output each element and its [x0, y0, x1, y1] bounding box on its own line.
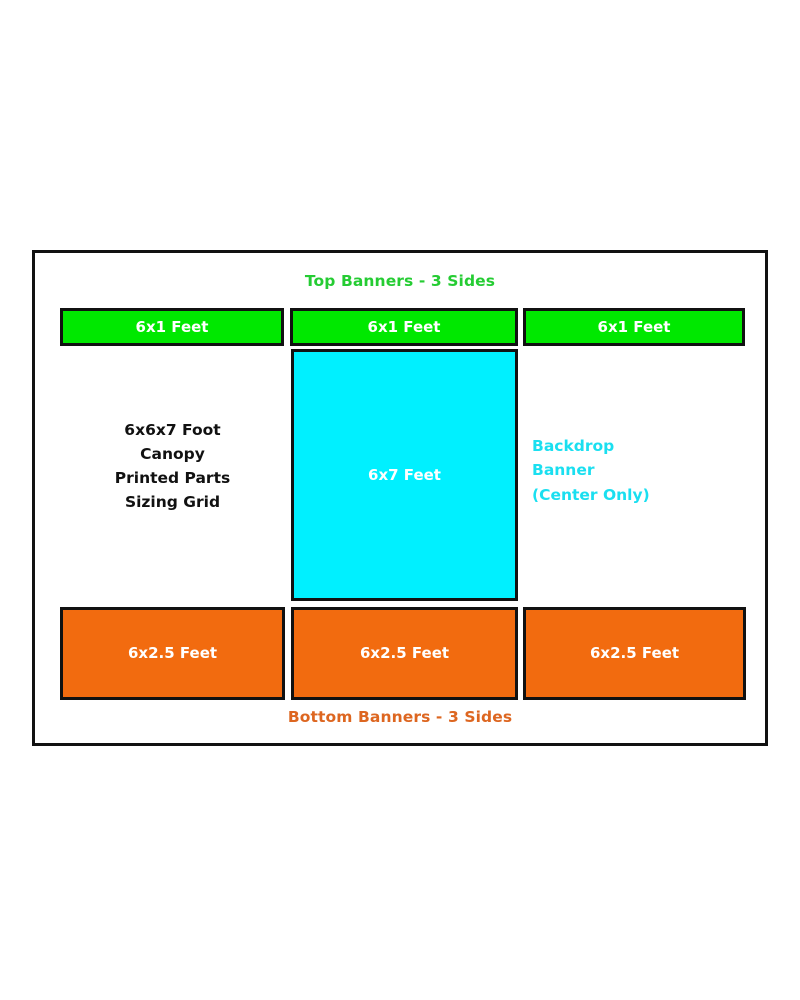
- canopy-info-text: 6x6x7 Foot Canopy Printed Parts Sizing G…: [60, 418, 285, 514]
- top-banner-center: 6x1 Feet: [290, 308, 518, 346]
- canopy-info-line-2: Canopy: [140, 445, 205, 464]
- backdrop-note-line-1: Backdrop: [532, 437, 615, 455]
- top-banner-left: 6x1 Feet: [60, 308, 284, 346]
- top-banners-caption: Top Banners - 3 Sides: [304, 272, 496, 290]
- top-banner-center-label: 6x1 Feet: [367, 317, 441, 336]
- bottom-banner-center-label: 6x2.5 Feet: [359, 644, 450, 662]
- backdrop-banner-note: Backdrop Banner (Center Only): [532, 434, 747, 507]
- canopy-info-line-3: Printed Parts: [114, 469, 231, 488]
- bottom-banner-left-label: 6x2.5 Feet: [127, 644, 218, 662]
- canopy-sizing-diagram: Top Banners - 3 Sides 6x1 Feet 6x1 Feet …: [32, 250, 768, 746]
- canopy-info-line-4: Sizing Grid: [124, 493, 221, 512]
- backdrop-banner-label: 6x7 Feet: [368, 465, 441, 484]
- backdrop-note-line-3: (Center Only): [532, 485, 650, 504]
- top-banner-right: 6x1 Feet: [523, 308, 745, 346]
- bottom-banner-right: 6x2.5 Feet: [523, 607, 746, 700]
- backdrop-banner-box: 6x7 Feet: [291, 349, 518, 601]
- bottom-banner-center: 6x2.5 Feet: [291, 607, 518, 700]
- bottom-banner-left: 6x2.5 Feet: [60, 607, 285, 700]
- top-banner-left-label: 6x1 Feet: [135, 317, 209, 336]
- bottom-banners-caption: Bottom Banners - 3 Sides: [287, 708, 513, 726]
- top-banner-right-label: 6x1 Feet: [597, 317, 671, 336]
- backdrop-note-line-2: Banner: [532, 461, 595, 480]
- bottom-banner-right-label: 6x2.5 Feet: [589, 644, 680, 662]
- canopy-info-line-1: 6x6x7 Foot: [124, 421, 221, 439]
